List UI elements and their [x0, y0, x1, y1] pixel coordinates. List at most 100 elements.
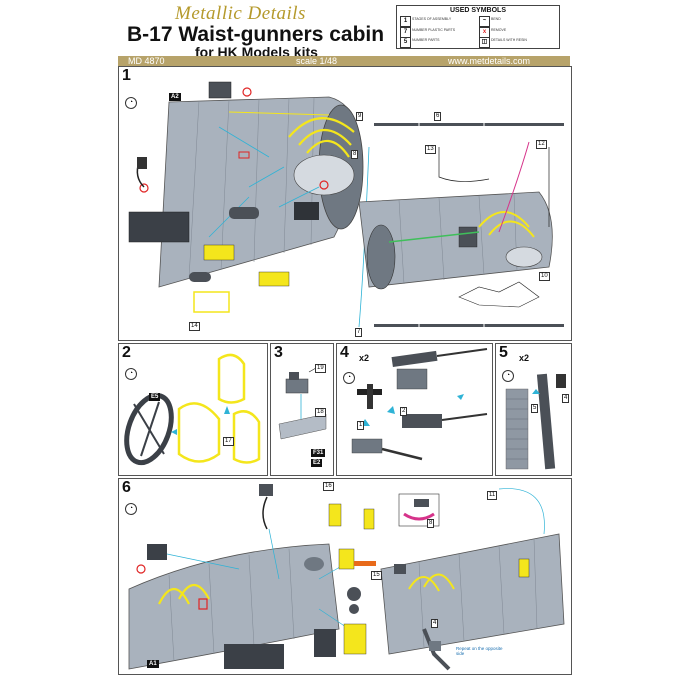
panel-step-4: 4 x2 ◔ 1 2: [336, 343, 493, 476]
control-cable: [498, 141, 530, 233]
legend-item-label: STAGES OF ASSEMBLY: [412, 17, 452, 21]
legend-title: USED SYMBOLS: [449, 7, 506, 14]
callout-12: 12: [536, 140, 547, 149]
part-tag: F31: [311, 449, 326, 457]
panel-step-5: 5 x2 ◔ 5 4: [495, 343, 572, 476]
callout-7: 7: [355, 328, 363, 337]
oxygen-regulator-part: [347, 587, 361, 601]
symbols-legend: USED SYMBOLS 1 STAGES OF ASSEMBLY ~ BEND…: [396, 5, 560, 49]
strap-part: [354, 561, 376, 566]
brass-bracket-part: [328, 503, 342, 527]
receiver-part: [351, 438, 383, 454]
rear-bulkhead: [366, 224, 396, 290]
seat-part: [314, 629, 336, 657]
step-6-illustration: [128, 484, 565, 671]
panel-step-1: 1 ◔ A2 9 8 6 13 12 10 14 7: [118, 66, 572, 341]
brass-frame-top: [217, 353, 246, 404]
brass-frame-large: [177, 402, 221, 463]
hose-part: [262, 496, 268, 530]
step-number: 6: [122, 480, 136, 496]
step-number: 5: [499, 345, 513, 361]
step-1-illustration: [128, 81, 564, 328]
legend-item-label: NUMBER PLASTIC PARTS: [412, 28, 456, 32]
machine-gun-part: [391, 350, 438, 368]
fuselage-section-right: [358, 191, 553, 288]
step-4-illustration: [351, 348, 488, 461]
callout-8: 8: [351, 150, 359, 159]
part-tag: E5: [149, 393, 161, 401]
bracket-part: [137, 157, 147, 169]
resin-box-part: [294, 202, 319, 220]
gun-mount-part: [285, 378, 309, 394]
product-code: MD 4870: [128, 56, 165, 66]
waist-window: [293, 154, 355, 196]
callout-15: 15: [371, 571, 382, 580]
callout-18: 18: [315, 408, 326, 417]
fuselage-section-right: [380, 533, 565, 655]
callout-1: 1: [357, 421, 365, 430]
assembly-note: Repeat on the opposite side: [456, 646, 503, 656]
scale-label: scale 1/48: [296, 56, 338, 66]
step-5-illustration: [505, 373, 566, 470]
machine-gun-part-2: [402, 414, 442, 428]
step-number: 3: [274, 345, 288, 361]
callout-19: 19: [315, 364, 326, 373]
step-number: 2: [122, 345, 136, 361]
ammo-box-part: [128, 211, 190, 243]
callout-9: 9: [356, 112, 364, 121]
callout-8: 8: [427, 519, 435, 528]
step-2-illustration: [124, 353, 261, 466]
legend-item-label: BEND: [491, 17, 501, 21]
callout-4: 4: [431, 619, 439, 628]
orientation-icon: ◔: [125, 97, 137, 109]
legend-item-label: NUMBER PARTS: [412, 38, 440, 42]
long-strip-part: [374, 323, 564, 328]
callout-6: 6: [434, 112, 442, 121]
orientation-icon: ◔: [125, 368, 137, 380]
brass-mount-part: [258, 271, 290, 287]
quantity-multiplier: x2: [519, 353, 530, 363]
callout-2: 2: [400, 407, 408, 416]
ammo-box-part: [224, 644, 284, 669]
wire-part: [438, 147, 490, 182]
brass-frame-part: [193, 291, 230, 313]
orientation-icon: ◔: [502, 370, 514, 382]
step-number: 1: [122, 68, 136, 84]
magenta-belt-part: [403, 512, 435, 521]
brass-frame-right: [232, 410, 261, 464]
step-number: 4: [340, 345, 354, 361]
cylinder-part: [189, 272, 211, 282]
step-3-illustration: [278, 367, 327, 440]
part-tag: A2: [169, 93, 181, 101]
fuselage-section-left: [128, 543, 340, 670]
floor-panel-part: [278, 413, 327, 440]
green-rail: [388, 231, 480, 243]
brass-seat-part: [343, 623, 367, 655]
panel-step-3: 3 19 18 F31 E2: [270, 343, 334, 476]
radio-box-part: [147, 544, 167, 560]
radio-box-part: [208, 81, 232, 99]
bend-icon: ~: [479, 16, 490, 27]
cable-frame-part: [458, 281, 540, 308]
website-link: www.metdetails.com: [448, 56, 531, 66]
legend-item-label: DETAILS WITH RESIN: [491, 38, 527, 42]
brass-mount-part: [203, 244, 235, 261]
plastic-frame-ring: [124, 392, 174, 466]
panel-step-6: 6 ◔ A1 16 15 11 8 4 Repeat on the opposi…: [118, 478, 572, 675]
callout-13: 13: [425, 145, 436, 154]
resin-icon: ◫: [479, 37, 490, 48]
page-title: B-17 Waist-gunners cabin: [127, 23, 385, 46]
brass-strip: [228, 111, 330, 116]
step-number-icon: 1: [400, 16, 411, 27]
callout-11: 11: [487, 491, 498, 500]
bracket-part: [259, 484, 273, 496]
brand-logo: Metallic Details: [175, 3, 306, 24]
part-number-icon: 5: [400, 37, 411, 48]
barrel-part: [381, 447, 423, 461]
header-bar: MD 4870 scale 1/48 www.metdetails.com: [118, 56, 570, 66]
part-tag: E2: [311, 459, 323, 467]
waist-gun-part: [422, 628, 451, 671]
orientation-icon: ◔: [343, 372, 355, 384]
orientation-icon: ◔: [125, 503, 137, 515]
ammo-belt-chute-part: [536, 373, 556, 470]
